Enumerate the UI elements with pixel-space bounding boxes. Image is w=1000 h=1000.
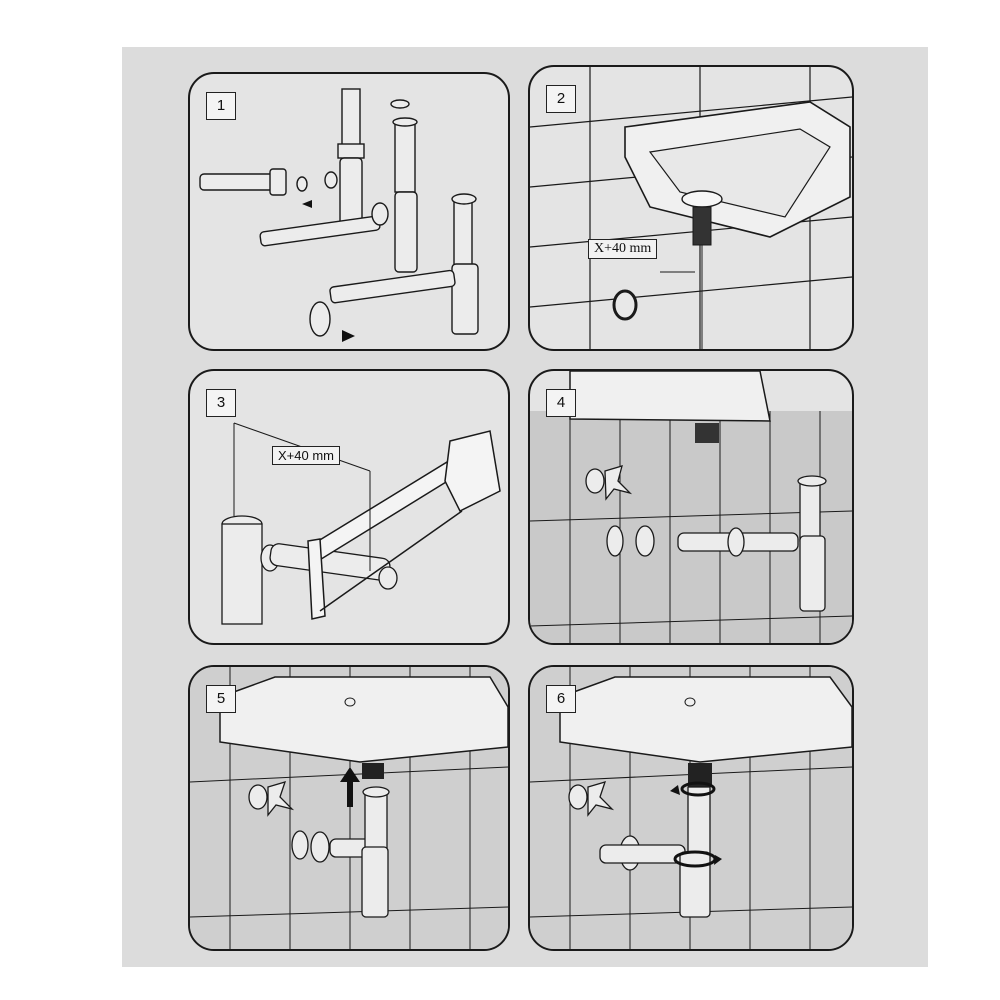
panel-6-illustration: [530, 667, 852, 949]
basin: [559, 676, 852, 763]
wall-flange-part: [309, 301, 331, 337]
step-number-1: 1: [206, 92, 236, 120]
step-number-3: 3: [206, 389, 236, 417]
panel-3-illustration: [221, 422, 501, 625]
basin-underside: [569, 371, 771, 422]
up-arrow: [340, 767, 360, 807]
dimension-label-3: X+40 mm: [272, 446, 340, 465]
siphon-body-part: [339, 157, 363, 229]
step-number-5: 5: [206, 685, 236, 713]
step-number-6: 6: [546, 685, 576, 713]
panel-5-illustration: [190, 667, 508, 949]
panel-1-assembly: 1: [188, 72, 510, 351]
panel-4-illustration: [530, 371, 852, 643]
valve-handle: [604, 465, 633, 501]
panel-6-tighten: 6: [528, 665, 854, 951]
step-number-2: 2: [546, 85, 576, 113]
panel-3-cut: 3 X+40 mm: [188, 369, 510, 645]
panel-1-illustration: [199, 88, 479, 342]
instruction-sheet: 1 2 X+40 mm: [122, 47, 928, 967]
dimension-label-2: X+40 mm: [588, 239, 658, 259]
tail-pipe-part: [199, 173, 281, 191]
siphon-cylinder: [221, 523, 263, 625]
panel-5-push-up: 5: [188, 665, 510, 951]
step-number-4: 4: [546, 389, 576, 417]
wall-outlet-ring: [612, 289, 638, 321]
panel-2-measure: 2 X+40 mm: [528, 65, 854, 351]
basin: [219, 676, 508, 763]
panel-2-illustration: [530, 67, 852, 349]
valve-escutcheon: [585, 468, 605, 494]
panel-4-install: 4: [528, 369, 854, 645]
hacksaw: [307, 430, 501, 620]
drain-plug: [681, 190, 723, 208]
